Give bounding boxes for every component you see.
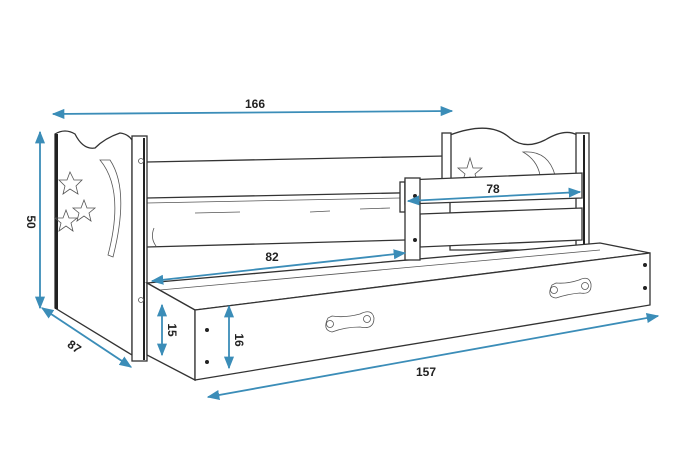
dimension-50: 50	[24, 130, 46, 310]
drawer-handle	[549, 277, 592, 299]
dimension-166: 166	[51, 97, 454, 119]
svg-text:15: 15	[165, 323, 179, 337]
dimension-15: 15	[156, 303, 179, 357]
dimension-82: 82	[150, 249, 407, 285]
svg-text:82: 82	[265, 250, 279, 264]
moon-icon	[99, 159, 122, 258]
star-icon	[58, 171, 83, 195]
left-headboard	[53, 130, 148, 362]
svg-text:16: 16	[232, 333, 246, 347]
drawer	[144, 242, 651, 382]
svg-text:50: 50	[24, 215, 38, 229]
star-icon	[53, 208, 79, 232]
svg-text:87: 87	[65, 337, 84, 356]
back-rails	[146, 155, 446, 248]
dimension-157: 157	[206, 313, 660, 400]
svg-text:166: 166	[245, 97, 265, 111]
dimension-78: 78	[406, 182, 582, 206]
svg-text:78: 78	[486, 182, 500, 196]
svg-text:157: 157	[416, 365, 436, 379]
star-icon	[71, 198, 97, 222]
